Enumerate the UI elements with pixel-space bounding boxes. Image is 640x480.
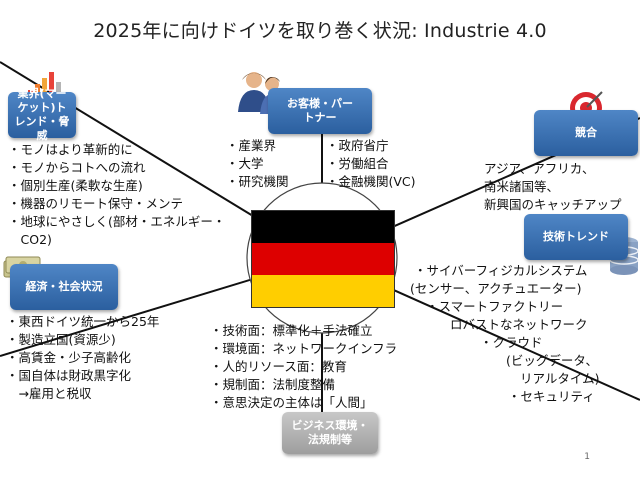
- customers-list-left: ・産業界 ・大学 ・研究機関: [226, 137, 289, 191]
- page-number: 1: [584, 452, 590, 462]
- industry-trend-list: ・モノはより革新的に ・モノからコトへの流れ ・個別生産(柔軟な生産) ・機器の…: [8, 141, 225, 249]
- list-item: ・機器のリモート保守・メンテ: [8, 196, 184, 211]
- list-item: ・技術面：標準化＋手法確立: [210, 323, 373, 338]
- list-item: ・地球にやさしく(部材・エネルギー・: [8, 214, 226, 229]
- list-item: →雇用と税収: [6, 386, 92, 401]
- flag-band-red: [252, 243, 394, 275]
- list-item: ・人的リソース面：教育: [210, 359, 347, 374]
- list-item: (ビッグデータ、: [506, 353, 599, 368]
- list-item: リアルタイム): [520, 371, 600, 386]
- list-item: ・研究機関: [226, 174, 289, 189]
- list-item: ・政府省庁: [326, 138, 389, 153]
- list-item: ・クラウド: [480, 335, 543, 350]
- germany-flag: [251, 210, 395, 308]
- list-item: ・金融機関(VC): [326, 174, 416, 189]
- list-item: ・セキュリティ: [508, 389, 595, 404]
- list-item: ・モノはより革新的に: [8, 142, 133, 157]
- tag-business-environment: ビジネス環境・法規制等: [282, 412, 378, 454]
- tech-trend-list: ・サイバーフィジカルシステム (センサー、アクチュエーター) ・スマートファクト…: [410, 262, 600, 406]
- list-item: CO2): [8, 232, 52, 247]
- list-item: ・個別生産(柔軟な生産): [8, 178, 143, 193]
- customers-list-right: ・政府省庁 ・労働組合 ・金融機関(VC): [326, 137, 416, 191]
- list-item: ロバストなネットワーク: [450, 317, 588, 332]
- list-item: アジア、アフリカ、: [484, 161, 595, 176]
- people-icon: [238, 72, 286, 114]
- flag-band-black: [252, 211, 394, 243]
- list-item: ・意思決定の主体は「人間」: [210, 395, 373, 410]
- list-item: ・産業界: [226, 138, 277, 153]
- business-environment-list: ・技術面：標準化＋手法確立 ・環境面：ネットワークインフラ ・人的リソース面：教…: [210, 322, 397, 412]
- list-item: ・モノからコトへの流れ: [8, 160, 146, 175]
- tag-economy-society: 経済・社会状況: [10, 264, 118, 310]
- list-item: ・規制面：法制度整備: [210, 377, 336, 392]
- economy-list: ・東西ドイツ統一から25年 ・製造立国(資源少) ・高賃金・少子高齢化 ・国自体…: [6, 313, 159, 403]
- list-item: 南米諸国等、: [484, 179, 560, 194]
- list-item: ・労働組合: [326, 156, 389, 171]
- flag-band-gold: [252, 275, 394, 307]
- competition-text: アジア、アフリカ、 南米諸国等、 新興国のキャッチアップ: [484, 160, 622, 214]
- list-item: (センサー、アクチュエーター): [410, 281, 582, 296]
- tag-tech-trend: 技術トレンド: [524, 214, 628, 260]
- list-item: ・製造立国(資源少): [6, 332, 116, 347]
- list-item: 新興国のキャッチアップ: [484, 197, 622, 212]
- list-item: ・東西ドイツ統一から25年: [6, 314, 160, 329]
- list-item: ・スマートファクトリー: [426, 299, 564, 314]
- list-item: ・サイバーフィジカルシステム: [414, 263, 588, 278]
- tag-competition: 競合: [534, 110, 638, 156]
- list-item: ・国自体は財政黒字化: [6, 368, 132, 383]
- list-item: ・高賃金・少子高齢化: [6, 350, 132, 365]
- tag-industry-trend: 業界(マーケット)トレンド・脅威: [8, 87, 76, 142]
- page-title: 2025年に向けドイツを取り巻く状況: Industrie 4.0: [93, 20, 547, 42]
- list-item: ・環境面：ネットワークインフラ: [210, 341, 398, 356]
- tag-customers-partners: お客様・パートナー: [268, 88, 372, 134]
- list-item: ・大学: [226, 156, 264, 171]
